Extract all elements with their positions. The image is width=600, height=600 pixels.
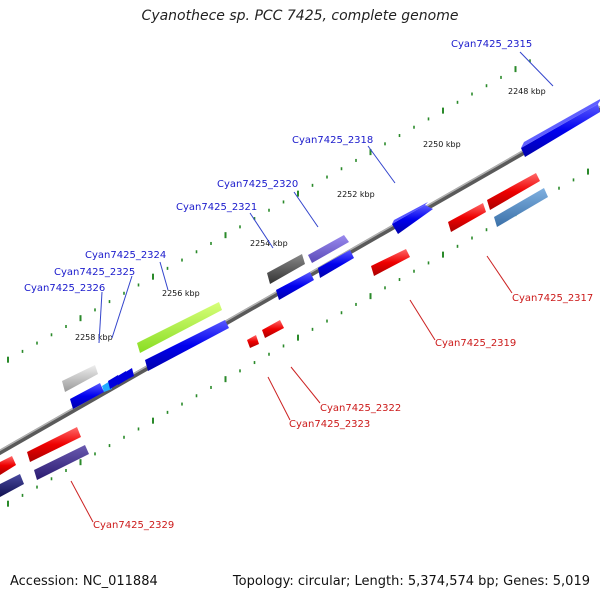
genome-summary-text: Topology: circular; Length: 5,374,574 bp… <box>232 574 590 589</box>
gene-label-2329[interactable]: Cyan7425_2329 <box>93 520 174 531</box>
gene-cyan7425-2318[interactable] <box>392 205 433 234</box>
reverse-genes <box>0 173 548 497</box>
scale-ticks-upper <box>7 59 531 363</box>
gene-cyan7425-2325[interactable] <box>62 365 98 392</box>
gene-cyan7425-2326[interactable] <box>70 383 104 409</box>
scale-label: 2248 kbp <box>508 87 546 96</box>
gene-label-2319[interactable]: Cyan7425_2319 <box>435 338 516 349</box>
gene-cyan7425-2315[interactable] <box>521 104 600 157</box>
gene-cyan7425-2323[interactable] <box>247 335 259 348</box>
gene-cyan7425-2320[interactable] <box>308 235 349 263</box>
gene-cyan7425-2317-b[interactable] <box>494 188 548 227</box>
gene-cyan7425-2322[interactable] <box>262 320 284 338</box>
scale-labels: 2248 kbp 2250 kbp 2252 kbp 2254 kbp 2256… <box>75 87 546 342</box>
gene-label-2321[interactable]: Cyan7425_2321 <box>176 202 257 213</box>
gene-label-2326[interactable]: Cyan7425_2326 <box>24 283 105 294</box>
gene-cyan7425-2324-b[interactable] <box>145 320 229 371</box>
leader-lines <box>70 51 554 523</box>
gene-label-2323[interactable]: Cyan7425_2323 <box>289 419 370 430</box>
gene-left-red[interactable] <box>0 456 16 475</box>
gene-cyan7425-2320-b[interactable] <box>318 250 354 278</box>
scale-label: 2252 kbp <box>337 190 375 199</box>
scale-label: 2254 kbp <box>250 239 288 248</box>
gene-label-2317[interactable]: Cyan7425_2317 <box>512 293 593 304</box>
gene-cyan7425-2321-b[interactable] <box>276 272 314 300</box>
gene-label-2315[interactable]: Cyan7425_2315 <box>451 39 532 50</box>
scale-label: 2250 kbp <box>423 140 461 149</box>
gene-cyan7425-2321[interactable] <box>267 254 305 284</box>
gene-left-navy[interactable] <box>0 474 24 497</box>
gene-cyan7425-2319[interactable] <box>371 249 410 276</box>
gene-small-d[interactable] <box>124 368 134 380</box>
map-title: Cyanothece sp. PCC 7425, complete genome <box>141 8 459 24</box>
gene-cyan7425-2324[interactable] <box>137 302 222 353</box>
scale-label: 2256 kbp <box>162 289 200 298</box>
gene-cyan7425-2317[interactable] <box>487 173 540 210</box>
gene-label-2322[interactable]: Cyan7425_2322 <box>320 403 401 414</box>
gene-label-2320[interactable]: Cyan7425_2320 <box>217 179 298 190</box>
gene-cyan7425-2329[interactable] <box>27 427 81 462</box>
gene-cyan7425-2317-c[interactable] <box>448 203 486 232</box>
gene-cyan7425-2329-b[interactable] <box>34 445 89 480</box>
gene-label-2325[interactable]: Cyan7425_2325 <box>54 267 135 278</box>
gene-label-2318[interactable]: Cyan7425_2318 <box>292 135 373 146</box>
scale-ticks-lower <box>7 168 589 507</box>
gene-cyan7425-2318-top <box>392 202 428 224</box>
gene-label-2324[interactable]: Cyan7425_2324 <box>85 250 166 261</box>
gene-cyan7425-2315-top <box>521 99 600 148</box>
forward-genes <box>62 99 600 409</box>
scale-label: 2258 kbp <box>75 333 113 342</box>
accession-text: Accession: NC_011884 <box>10 574 158 589</box>
